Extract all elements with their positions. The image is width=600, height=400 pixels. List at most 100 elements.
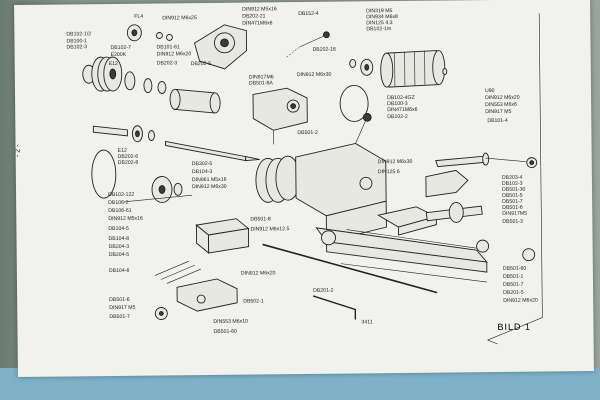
label: DIN912 M6x12.5 <box>250 226 289 232</box>
label: FL4 <box>134 14 143 20</box>
labels-left-middle: E12 DB202-6 DB202-8 DB302-5 DB104-3 DIN9… <box>108 148 289 258</box>
lathe-headstock <box>255 112 387 243</box>
handle-lever <box>286 31 330 58</box>
label: DB202-16 <box>313 47 337 53</box>
label: DB501-60 <box>503 266 527 272</box>
tailstock <box>425 152 538 223</box>
bearing-block <box>252 87 308 145</box>
motor-shaft-cylinder <box>169 88 221 114</box>
label: DB104-8 <box>108 236 129 242</box>
label: E12 <box>109 61 118 67</box>
pulley-assembly <box>82 56 167 94</box>
label: DB100-3 <box>387 101 408 107</box>
label: DIN553 M6x10 <box>213 319 248 325</box>
label: DB102-2 <box>387 114 408 120</box>
label: DIN912 M5x16 <box>242 6 277 12</box>
label: DIN917M6 <box>249 74 274 80</box>
paper-sheet: - 2 - <box>14 0 594 378</box>
labels-top-left: DB102-1/2 DB100-1 DB102-3 DB102-7 E200K … <box>66 6 337 136</box>
label: DB501-2 <box>297 130 318 136</box>
label: DB501-7 <box>109 314 130 320</box>
label: U90 <box>485 88 495 94</box>
frame-line-corner <box>487 339 498 345</box>
label: DB102-7 <box>110 45 131 51</box>
label: DIN912 M6x25 <box>162 15 197 21</box>
label: DIN934 M6x8 <box>366 14 398 20</box>
labels-middle: DB102-4GZ DB100-3 DIN471M6x6 DB102-2 DIN… <box>378 95 528 225</box>
handwheel-right <box>522 248 536 262</box>
rods-lower-left <box>154 260 201 284</box>
label: DIN471M6x6 <box>387 107 417 113</box>
label: DB202-8 <box>118 160 139 166</box>
label: DB102-1m <box>366 26 391 32</box>
label: DB152-4 <box>298 11 319 17</box>
label: DIN961 M5x16 <box>192 177 227 183</box>
label: DIN912 M6x20 <box>485 95 520 101</box>
carriage-block <box>154 278 238 320</box>
label: DB202-5 <box>191 61 212 67</box>
label: DB106-61 <box>108 208 132 214</box>
label: DIN471M6x6 <box>242 20 272 26</box>
label: DB202-3 <box>157 60 178 66</box>
label: DIN912 M6x30 <box>192 184 227 190</box>
label: DB202-6 <box>118 154 139 160</box>
label: DB102-122 <box>108 192 134 198</box>
label: 3411 <box>361 319 372 325</box>
label: DB102-4GZ <box>387 95 415 101</box>
gear-set <box>124 176 193 203</box>
label: DB501-7 <box>503 282 524 288</box>
label: DB106-2 <box>108 200 129 206</box>
label: DIN917M5 <box>502 211 527 217</box>
label: DIN912 M5x16 <box>108 216 143 222</box>
label: DB101-4 <box>487 118 508 124</box>
label: DB302-5 <box>192 161 213 167</box>
label: E12 <box>118 148 127 154</box>
exploded-view-diagram: - 2 - <box>15 6 543 345</box>
lathe-bed <box>315 227 490 273</box>
label: DIN917 M5 <box>485 109 511 115</box>
label: DB502-1 <box>243 298 264 304</box>
allen-key <box>312 295 357 320</box>
label: DB101-61 <box>156 44 180 50</box>
label: DB201-5 <box>503 290 524 296</box>
frame-line-right <box>487 13 543 341</box>
label: DB501-3 <box>502 219 523 225</box>
label: DB501-7 <box>502 199 523 205</box>
label: DB202-21 <box>242 13 266 19</box>
label: DB501-6 <box>109 297 130 303</box>
figure-label: BILD 1 <box>497 322 531 332</box>
label: DB204-5 <box>109 252 130 258</box>
label: DB204-3 <box>109 244 130 250</box>
labels-bottom: DB104-6 DIN912 M6x20 DB501-6 DIN917 M5 D… <box>109 266 538 335</box>
label: DIN912 M6x30 <box>297 72 332 78</box>
label: DB501-60 <box>213 329 237 335</box>
label: DIN912 M6x20 <box>157 51 192 57</box>
label: DIN917 M5 <box>109 305 135 311</box>
label: DB102-3 <box>66 44 87 50</box>
label: DB203-4 <box>502 175 523 181</box>
drive-belt-small <box>339 85 369 122</box>
label: DB104-5 <box>108 226 129 232</box>
label: DB501-8A <box>249 80 274 86</box>
headstock-casting-top <box>126 24 248 70</box>
label: DB104-6 <box>109 268 130 274</box>
label: DIN125 4,3 <box>366 20 392 26</box>
label: DB501-8 <box>250 216 271 222</box>
label: E200K <box>111 52 127 58</box>
label: DB104-3 <box>192 169 213 175</box>
label: DB201-2 <box>313 288 334 294</box>
label: DB501-5 <box>502 193 523 199</box>
drive-belt-large <box>91 149 117 199</box>
label: DB501-30 <box>502 187 526 193</box>
label: DIN319 M5 <box>366 8 392 14</box>
spindle-shaft <box>92 125 260 162</box>
label: DIN912 M6x30 <box>378 159 413 165</box>
lead-screw <box>262 243 488 294</box>
label: DB100-1 <box>66 38 87 44</box>
label: DB501-6 <box>502 205 523 211</box>
label: DB102-1/2 <box>66 31 91 37</box>
labels-top-right: DIN319 M5 DIN934 M6x8 DIN125 4,3 DB102-1… <box>366 8 520 124</box>
label: DIN912 M6x20 <box>503 298 538 304</box>
page-number: - 2 - <box>15 144 22 157</box>
label: DB501-1 <box>503 274 524 280</box>
